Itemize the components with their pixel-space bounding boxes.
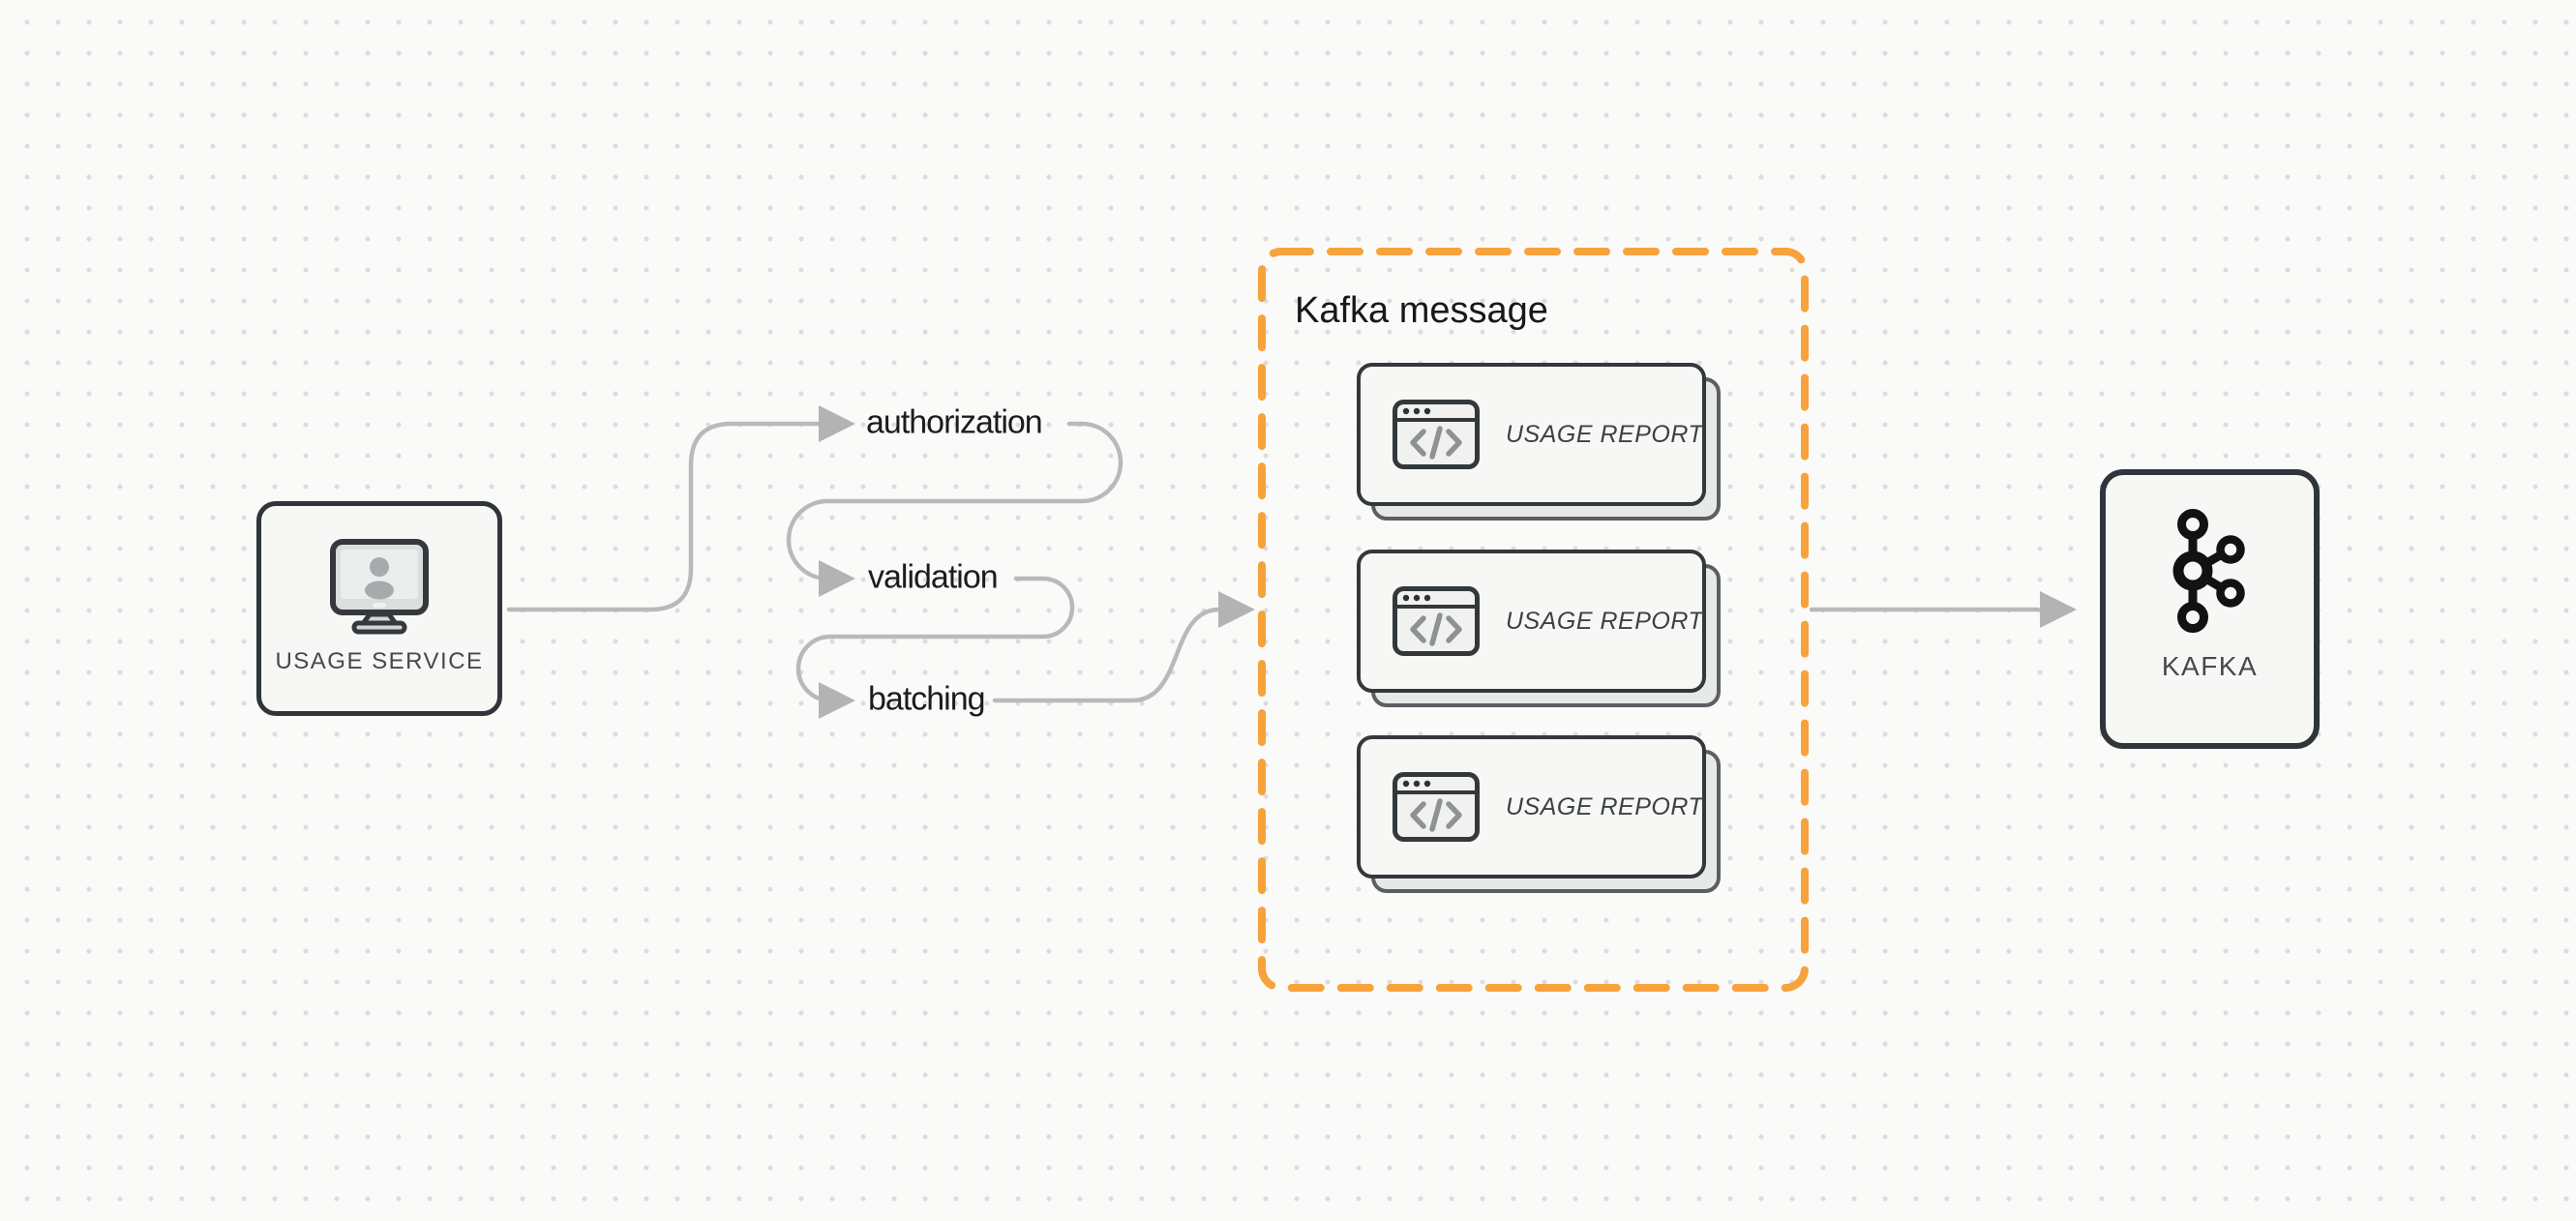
kafka-logo-icon (2171, 508, 2250, 636)
arrowhead-batching (819, 682, 855, 719)
kafka-message-group-title: Kafka message (1295, 290, 1548, 331)
usage-service-node: USAGE SERVICE (256, 501, 502, 716)
step-validation: validation (868, 558, 999, 596)
usage-report-card: USAGE REPORT (1357, 735, 1721, 893)
connector-usage-to-authorization (506, 421, 825, 612)
arrowhead-kafka (2040, 591, 2077, 628)
card-front: USAGE REPORT (1357, 363, 1706, 506)
kafka-message-group-border (1258, 248, 1809, 992)
monitor-user-icon (318, 535, 440, 636)
connector-validation-to-batching (795, 576, 1075, 703)
code-window-icon (1392, 771, 1481, 843)
usage-report-card: USAGE REPORT (1357, 550, 1721, 707)
usage-report-label: USAGE REPORT (1506, 792, 1704, 820)
kafka-node: KAFKA (2100, 469, 2320, 749)
arrowhead-kafka-message (1218, 591, 1255, 628)
connector-authorization-to-validation (786, 421, 1123, 581)
card-front: USAGE REPORT (1357, 735, 1706, 879)
usage-report-label: USAGE REPORT (1506, 607, 1704, 635)
step-authorization: authorization (866, 403, 1043, 441)
arrowhead-authorization (819, 405, 855, 442)
kafka-label: KAFKA (2161, 651, 2259, 681)
card-front: USAGE REPORT (1357, 550, 1706, 693)
code-window-icon (1392, 585, 1481, 657)
connector-batching-to-kafka-message (992, 607, 1222, 703)
usage-report-label: USAGE REPORT (1506, 420, 1704, 448)
step-batching: batching (868, 680, 986, 718)
arrowhead-validation (819, 560, 855, 597)
usage-service-label: USAGE SERVICE (275, 648, 484, 674)
code-window-icon (1392, 399, 1481, 470)
usage-report-card: USAGE REPORT (1357, 363, 1721, 521)
